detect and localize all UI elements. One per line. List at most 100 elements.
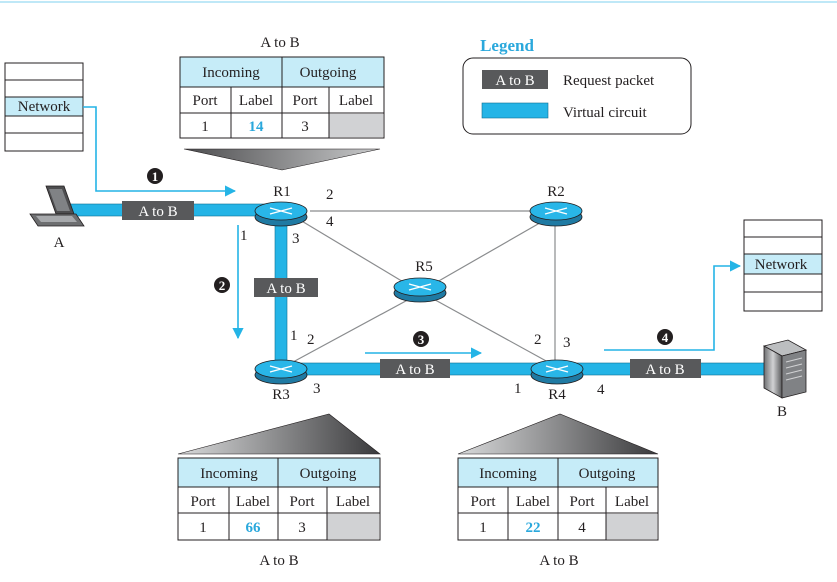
flow-arrows xyxy=(83,106,742,359)
table-r4-col-port-out: Port xyxy=(569,494,595,510)
arrow-step-4 xyxy=(604,260,742,351)
router-r3 xyxy=(254,359,308,385)
legend-packet-desc: Request packet xyxy=(563,73,655,89)
port-r1-2: 2 xyxy=(326,187,334,203)
router-r2-icon xyxy=(544,207,568,215)
request-packet-label: A to B xyxy=(395,362,434,378)
table-r3-cell-port-in: 1 xyxy=(199,520,207,536)
request-packet-label: A to B xyxy=(138,204,177,220)
table-r1-col-port-out: Port xyxy=(292,93,318,109)
table-r4: Incoming Outgoing Port Label Port Label … xyxy=(457,413,659,569)
router-r2 xyxy=(529,201,583,227)
table-r1-cell-port-in: 1 xyxy=(201,119,209,135)
table-r4-outgoing-header: Outgoing xyxy=(579,466,636,482)
request-packet-label: A to B xyxy=(266,281,305,297)
arrow-step-1 xyxy=(83,106,237,197)
request-packet-label: A to B xyxy=(645,362,684,378)
router-r5-icon xyxy=(408,283,432,291)
table-r4-cell-port-out: 4 xyxy=(578,520,586,536)
port-r4-4: 4 xyxy=(597,382,605,398)
table-r3-cell-port-out: 3 xyxy=(298,520,306,536)
router-r3-icon xyxy=(269,365,293,373)
port-r1-3: 3 xyxy=(292,231,300,247)
svg-text:4: 4 xyxy=(662,330,669,345)
table-r1-outgoing-header: Outgoing xyxy=(300,65,357,81)
legend-packet-swatch xyxy=(482,70,548,89)
router-r4-label: R4 xyxy=(548,387,566,403)
table-r4-col-label-out: Label xyxy=(615,494,649,510)
legend-title: Legend xyxy=(480,36,534,55)
network-layer-label-b: Network xyxy=(755,257,808,273)
router-r1 xyxy=(254,201,308,227)
link-r2-r5 xyxy=(429,219,546,287)
table-r1: A to B Incoming Outgoing Port Label Port… xyxy=(179,35,385,171)
svg-text:1: 1 xyxy=(152,169,159,184)
host-a-label: A xyxy=(54,235,65,251)
port-r1-4: 4 xyxy=(326,214,334,230)
server-icon xyxy=(762,339,808,399)
port-r3-3: 3 xyxy=(313,381,321,397)
step-badge-3: 3 xyxy=(413,331,429,347)
table-r3-title: A to B xyxy=(259,553,298,569)
table-r1-incoming-header: Incoming xyxy=(202,65,260,81)
table-r3-col-label-in: Label xyxy=(236,494,270,510)
port-r4-3: 3 xyxy=(563,335,571,351)
table-r3: Incoming Outgoing Port Label Port Label … xyxy=(177,413,381,569)
legend-packet-sample: A to B xyxy=(495,73,534,89)
table-r4-incoming-header: Incoming xyxy=(479,466,537,482)
port-r3-1: 1 xyxy=(290,328,298,344)
legend: Legend A to B Request packet Virtual cir… xyxy=(462,36,692,135)
table-r3-col-label-out: Label xyxy=(336,494,370,510)
router-r5 xyxy=(393,277,447,303)
step-badge-1: 1 xyxy=(147,168,163,184)
request-packet-1: A to B xyxy=(122,201,194,220)
legend-circuit-swatch xyxy=(481,102,549,119)
router-r2-label: R2 xyxy=(547,184,565,200)
table-r3-col-port-in: Port xyxy=(190,494,216,510)
link-r1-r5 xyxy=(299,219,411,287)
router-r4 xyxy=(530,359,584,385)
link-r5-r3 xyxy=(292,295,416,363)
network-layer-label-a: Network xyxy=(18,99,71,115)
table-r3-incoming-header: Incoming xyxy=(200,466,258,482)
router-r1-icon xyxy=(269,207,293,215)
table-r4-cell-port-in: 1 xyxy=(479,520,487,536)
request-packet-3: A to B xyxy=(380,359,450,378)
port-r1-1: 1 xyxy=(240,228,248,244)
link-r5-r4 xyxy=(427,295,549,363)
router-r3-label: R3 xyxy=(272,387,290,403)
request-packet-2: A to B xyxy=(254,278,318,297)
step-badge-4: 4 xyxy=(657,329,673,345)
table-r3-outgoing-header: Outgoing xyxy=(300,466,357,482)
table-r1-col-port-in: Port xyxy=(192,93,218,109)
table-r4-pointer xyxy=(457,413,659,455)
links xyxy=(292,210,556,363)
table-r1-col-label-out: Label xyxy=(339,93,373,109)
protocol-stack-b: Network xyxy=(743,219,823,312)
port-r3-2: 2 xyxy=(307,332,315,348)
table-r1-title: A to B xyxy=(260,35,299,51)
table-r1-cell-label-in: 14 xyxy=(249,119,265,135)
protocol-stack-a: Network xyxy=(4,62,84,152)
table-r3-cell-label-in: 66 xyxy=(246,520,262,536)
table-r4-col-port-in: Port xyxy=(470,494,496,510)
step-badge-2: 2 xyxy=(214,277,230,293)
table-r1-pointer xyxy=(183,148,381,171)
table-r3-col-port-out: Port xyxy=(289,494,315,510)
port-r4-1: 1 xyxy=(514,381,522,397)
svg-text:2: 2 xyxy=(219,278,226,293)
router-r4-icon xyxy=(545,365,569,373)
router-r1-label: R1 xyxy=(273,184,291,200)
table-r3-pointer xyxy=(177,413,381,455)
router-r5-label: R5 xyxy=(415,259,433,275)
table-r4-col-label-in: Label xyxy=(516,494,550,510)
table-r1-col-label-in: Label xyxy=(239,93,273,109)
table-r1-cell-port-out: 3 xyxy=(301,119,309,135)
laptop-icon xyxy=(29,185,85,227)
host-b-label: B xyxy=(777,404,787,420)
table-r4-title: A to B xyxy=(539,553,578,569)
svg-text:3: 3 xyxy=(418,332,425,347)
request-packet-4: A to B xyxy=(630,359,701,378)
port-r4-2: 2 xyxy=(534,332,542,348)
